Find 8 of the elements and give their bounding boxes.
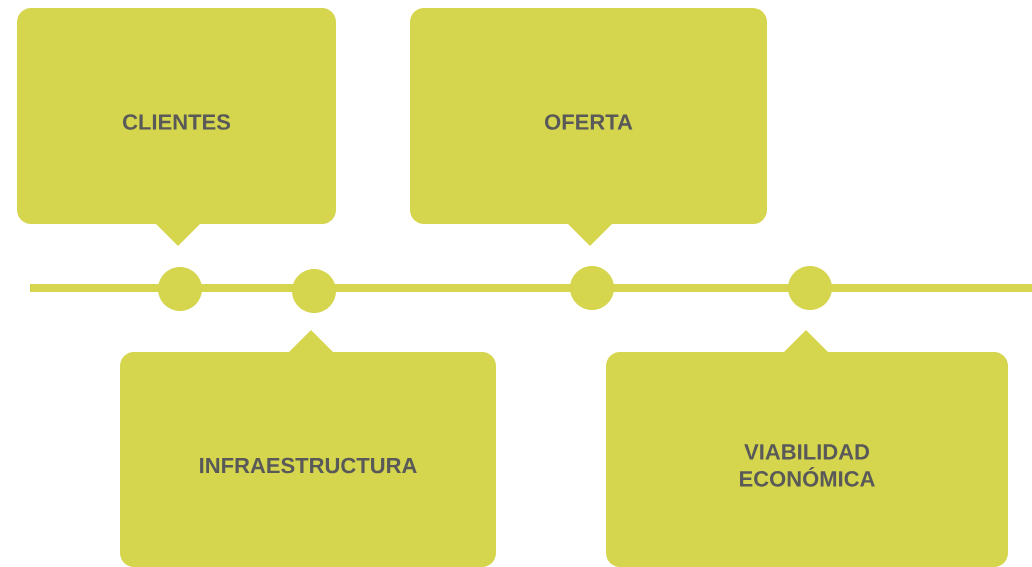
callout-box: CLIENTES [17,8,336,246]
callout-box: INFRAESTRUCTURA [120,330,496,567]
callout-box: VIABILIDAD ECONÓMICA [606,330,1008,567]
timeline-dot [788,266,832,310]
callout-box: OFERTA [410,8,767,246]
timeline-dot [158,267,202,311]
timeline-dot [292,269,336,313]
timeline-dot [570,266,614,310]
